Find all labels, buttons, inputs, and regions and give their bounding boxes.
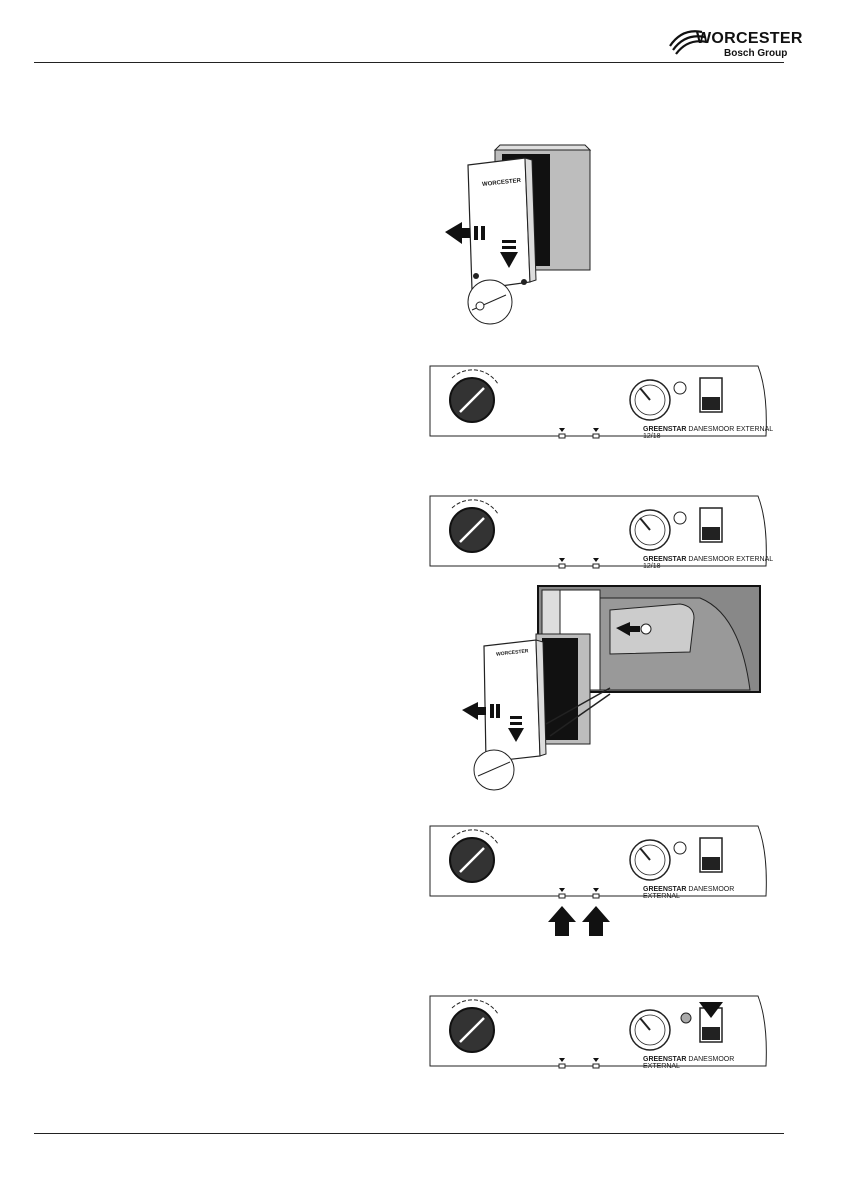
worcester-logo: WORCESTER Bosch Group [668, 20, 818, 62]
figure-cabinet-door-removal: WORCESTER [440, 140, 600, 330]
brand-sub: Bosch Group [724, 48, 787, 59]
control-panel-1: GREENSTAR DANESMOOR EXTERNAL 12/18 [428, 362, 773, 442]
panel-4-model-label: GREENSTAR DANESMOOR EXTERNAL [643, 1056, 773, 1070]
control-panel-4: GREENSTAR DANESMOOR EXTERNAL [428, 992, 773, 1072]
control-panel-2: GREENSTAR DANESMOOR EXTERNAL 12/18 [428, 492, 773, 572]
control-panel-3: GREENSTAR DANESMOOR EXTERNAL [428, 822, 773, 940]
panel-1-model-label: GREENSTAR DANESMOOR EXTERNAL 12/18 [643, 426, 773, 440]
brand-name: WORCESTER [696, 30, 803, 48]
header-rule [34, 62, 784, 63]
panel-2-model-label: GREENSTAR DANESMOOR EXTERNAL 12/18 [643, 556, 773, 570]
panel-3-model-label: GREENSTAR DANESMOOR EXTERNAL [643, 886, 773, 900]
footer-rule [34, 1133, 784, 1134]
figure-cabinet-zoom-detail: WORCESTER [450, 584, 762, 794]
